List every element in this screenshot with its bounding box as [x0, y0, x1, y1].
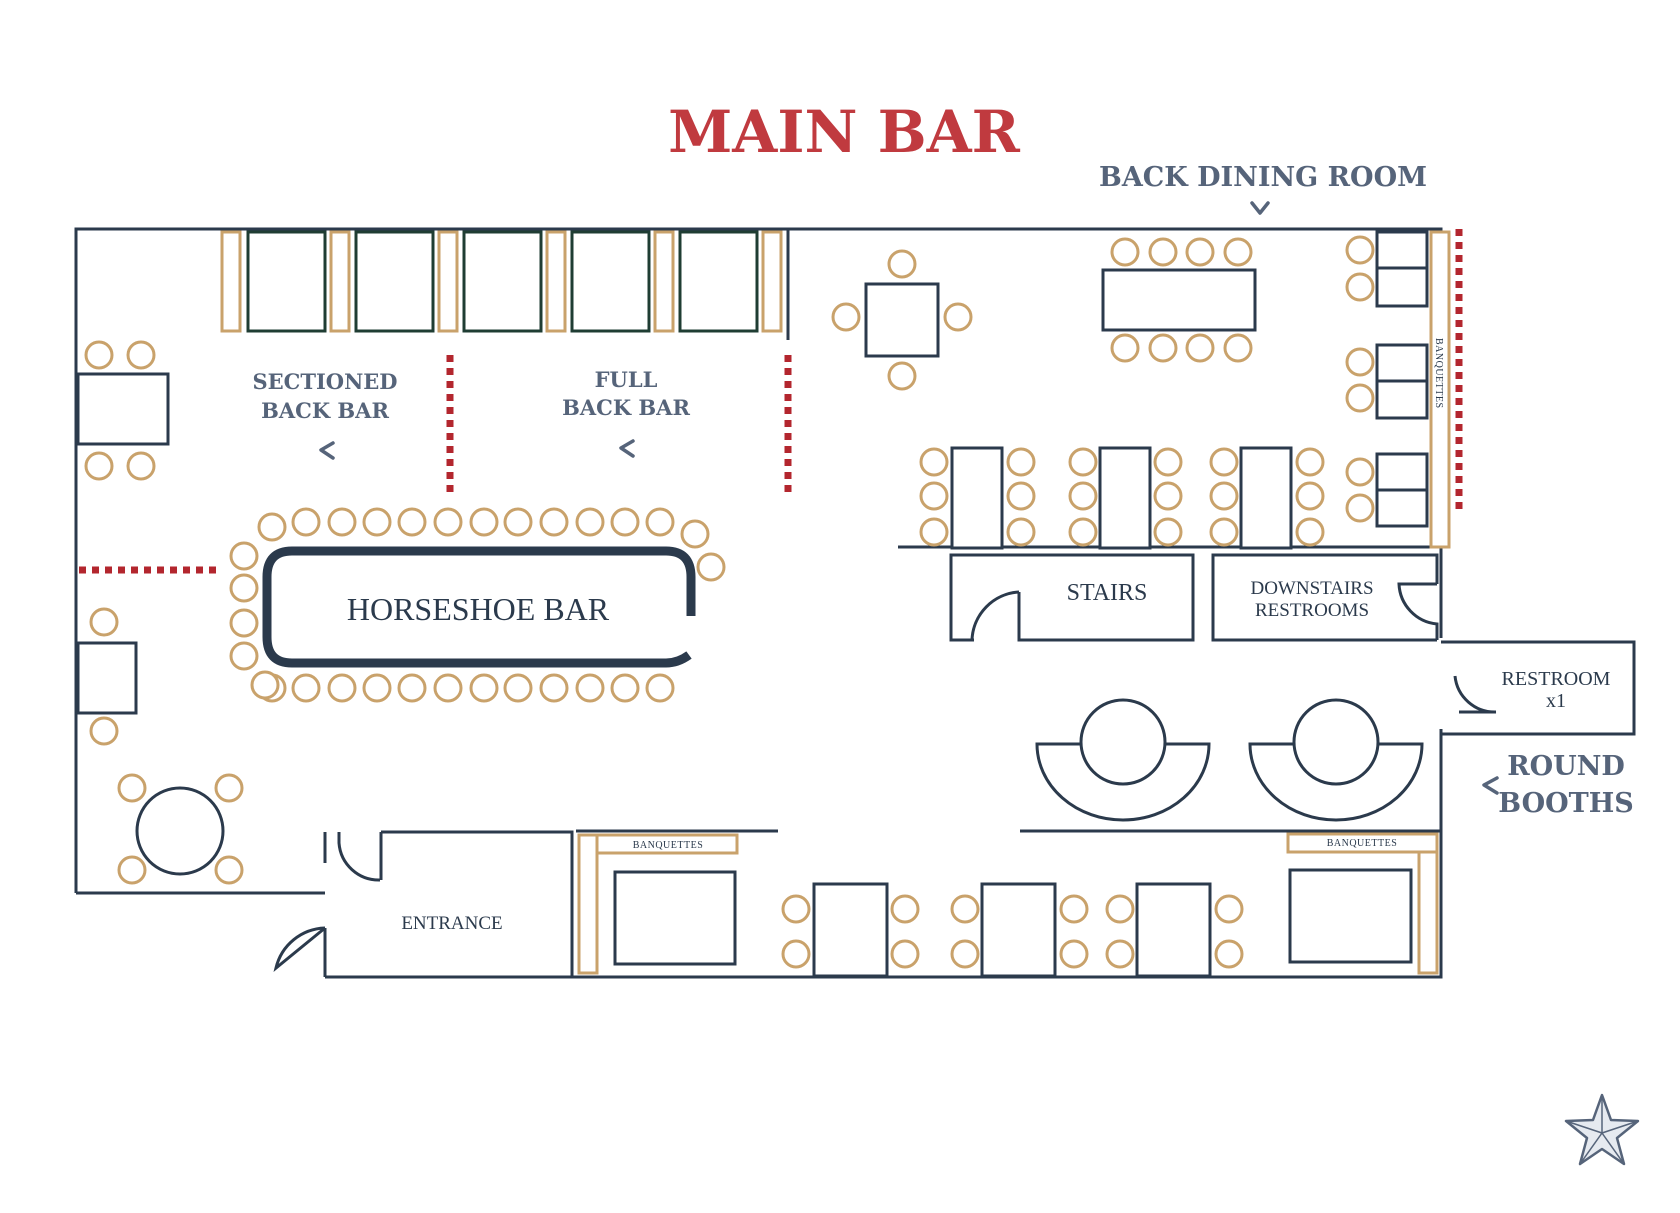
entrance-label: ENTRANCE [401, 913, 502, 934]
bar-stool [397, 507, 427, 537]
round-booth [1035, 698, 1211, 822]
chevron-left-icon [319, 441, 335, 460]
bar-stool [433, 507, 463, 537]
bar-stool [229, 541, 259, 571]
bar-stool [229, 641, 259, 671]
bar-stool [503, 673, 533, 703]
sectioned-back-bar-label: BACK BAR [261, 398, 389, 423]
bar-stool [291, 507, 321, 537]
bar-stool [645, 507, 675, 537]
bar-stool [257, 512, 287, 542]
bar-stool [433, 673, 463, 703]
back-bar-booths [220, 230, 783, 333]
bar-stool [469, 673, 499, 703]
full-back-bar-label: FULL [595, 367, 658, 392]
chevron-left-icon [1482, 776, 1499, 795]
banquettes-label-bottom-right: BANQUETTES [1327, 838, 1398, 849]
bar-stool [362, 507, 392, 537]
downstairs-restrooms-label: RESTROOMS [1255, 600, 1369, 621]
chevron-left-icon [619, 439, 635, 458]
banquettes-label-right: BANQUETTES [1433, 338, 1444, 409]
restroom-label: RESTROOM [1502, 668, 1611, 690]
round-booth [1248, 698, 1424, 822]
right-wall-tables [1345, 230, 1451, 549]
bar-stool [469, 507, 499, 537]
bar-stool [575, 673, 605, 703]
downstairs-restrooms [1211, 553, 1439, 642]
horseshoe-bar-label: HORSESHOE BAR [347, 591, 610, 627]
star-icon [1564, 1093, 1640, 1166]
left-round-table [117, 773, 244, 885]
bar-stool [610, 507, 640, 537]
round-booths-label: BOOTHS [1498, 788, 1633, 819]
bar-stool [539, 507, 569, 537]
banquettes-label-bottom-left: BANQUETTES [633, 840, 704, 851]
bar-stool [250, 670, 280, 700]
bar-stool [327, 507, 357, 537]
bar-stool [575, 507, 605, 537]
bar-stool [229, 573, 259, 603]
bar-stool [539, 673, 569, 703]
square-table [831, 249, 973, 391]
bar-stool [397, 673, 427, 703]
back-dining-room-label: BACK DINING ROOM [1099, 162, 1427, 193]
restroom-label: x1 [1546, 690, 1566, 712]
dining-table [1068, 446, 1183, 550]
bar-stool [696, 552, 726, 582]
long-table [1101, 237, 1257, 363]
bar-stool [503, 507, 533, 537]
chevron-down-icon [1250, 201, 1270, 215]
round-booths-label: ROUND [1507, 751, 1625, 782]
bar-stool [362, 673, 392, 703]
bar-stool [327, 673, 357, 703]
bottom-table [781, 882, 920, 978]
bar-stool [680, 519, 710, 549]
horseshoe-bar [229, 507, 726, 703]
room-dividers [79, 229, 1463, 574]
bottom-table [1105, 882, 1244, 978]
dining-table [919, 446, 1036, 550]
bottom-table [950, 882, 1089, 978]
left-small-table [76, 607, 138, 746]
bottom-right-banquette [1286, 832, 1439, 975]
bar-stool [291, 673, 321, 703]
bar-stool [229, 608, 259, 638]
bar-stool [610, 673, 640, 703]
downstairs-restrooms-label: DOWNSTAIRS [1250, 578, 1373, 599]
restroom [1441, 640, 1636, 736]
sectioned-back-bar-label: SECTIONED [252, 369, 397, 394]
bottom-left-banquette [577, 833, 739, 975]
page-title: MAIN BAR [668, 98, 1021, 166]
bar-stool [645, 673, 675, 703]
stairs-label: STAIRS [1067, 580, 1148, 606]
full-back-bar-label: BACK BAR [562, 395, 690, 420]
left-high-table [76, 340, 170, 481]
stairs [949, 553, 1195, 642]
dining-table [1209, 446, 1325, 550]
